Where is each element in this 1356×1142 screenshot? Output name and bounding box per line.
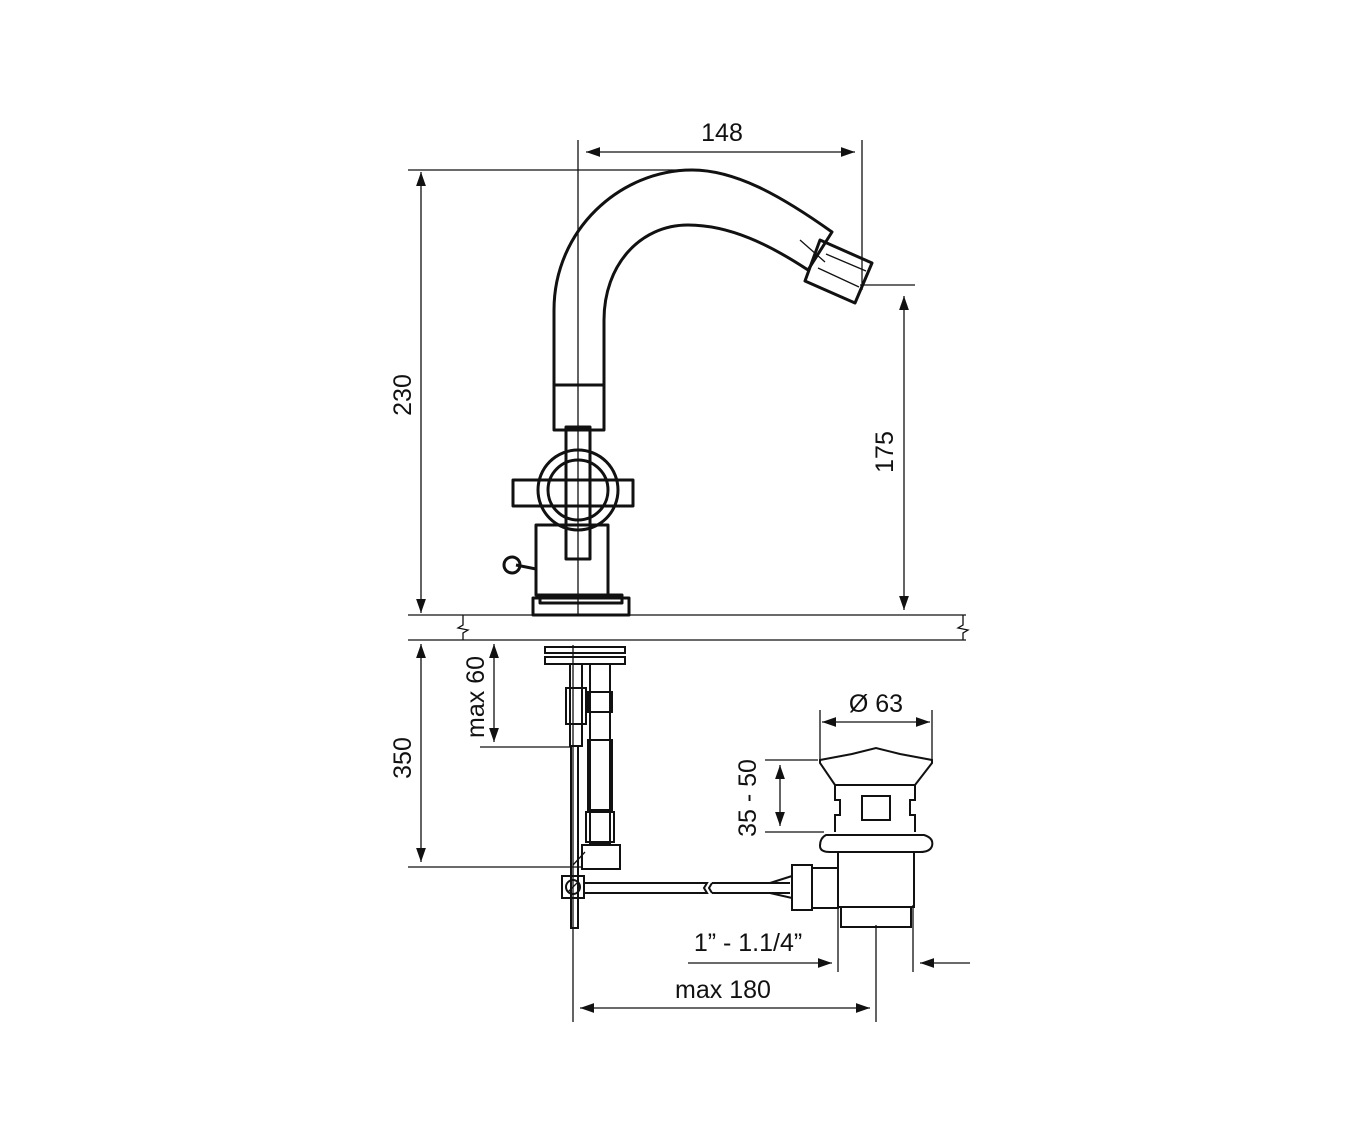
pop-up-knob (502, 555, 522, 575)
faucet (502, 168, 874, 617)
under-deck-fixings (544, 646, 790, 929)
spout (552, 168, 834, 385)
waste-body (837, 851, 915, 908)
pop-up-rod (570, 745, 579, 929)
waste-flange (818, 834, 934, 853)
dim-max-deck: max 60 (462, 656, 490, 738)
dim-total-height: 230 (389, 374, 417, 416)
rod-clamp (561, 875, 585, 899)
threaded-rod (569, 663, 583, 747)
dimension-lines (408, 140, 970, 1022)
dim-waste-thread: 1” - 1.1/4” (694, 929, 802, 957)
waste-cap (819, 746, 933, 786)
aerator (803, 238, 874, 305)
dim-max-rod: max 180 (675, 976, 771, 1004)
dim-waste-diameter: Ø 63 (849, 690, 903, 718)
horizontal-rod (584, 882, 790, 894)
waste-side-nut (791, 864, 813, 911)
dim-waste-range: 35 - 50 (734, 759, 762, 837)
faucet-column (552, 383, 606, 432)
faucet-base (531, 596, 631, 617)
dim-below-deck: 350 (389, 737, 417, 779)
dim-spout-reach: 148 (701, 119, 743, 147)
deck-section (408, 614, 970, 641)
pop-up-waste (769, 746, 934, 928)
dim-spout-height: 175 (871, 431, 899, 473)
hose-nut (581, 844, 621, 870)
